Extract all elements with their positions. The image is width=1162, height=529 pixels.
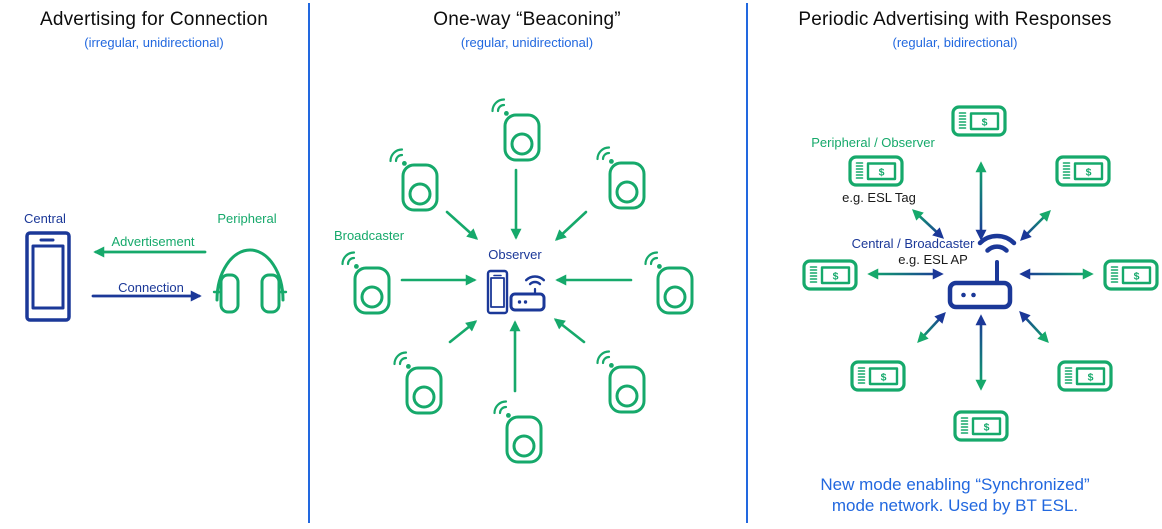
panel-middle-header: One-way “Beaconing” (regular, unidirecti… [310, 9, 744, 50]
esl-tag-icon-lower-left [850, 360, 906, 392]
panel-right-title: Periodic Advertising with Responses [798, 9, 1112, 30]
headphones-icon [212, 248, 288, 314]
panel-divider-left [308, 3, 310, 523]
access-point-router-icon [947, 233, 1017, 310]
connection-label: Connection [118, 280, 184, 295]
beacon-icon-bottom [493, 400, 543, 464]
note-line-1: New mode enabling “Synchronized” [820, 475, 1090, 494]
beacon-icon-top [491, 98, 541, 162]
beacon-icon-right [644, 251, 694, 315]
central-label: Central [24, 211, 66, 226]
panel-middle-subtitle: (regular, unidirectional) [460, 35, 594, 50]
panel-right-header: Periodic Advertising with Responses (reg… [748, 9, 1162, 50]
esl-tag-icon-top [951, 105, 1007, 137]
note-line-2: mode network. Used by BT ESL. [831, 496, 1079, 515]
esl-tag-icon-right [1103, 259, 1159, 291]
esl-tag-icon-left [802, 259, 858, 291]
central-broadcaster-label: Central / Broadcaster [851, 236, 975, 251]
advertisement-label: Advertisement [111, 234, 195, 249]
beacon-icon-lower-right [596, 350, 646, 414]
peripheral-observer-label: Peripheral / Observer [811, 135, 935, 150]
beacon-arrows [400, 168, 633, 393]
observer-label: Observer [488, 247, 542, 262]
panel-divider-right [746, 3, 748, 523]
esl-tag-icon-upper-left [848, 155, 904, 187]
panel-left-header: Advertising for Connection (irregular, u… [0, 9, 308, 50]
peripheral-label: Peripheral [217, 211, 277, 226]
right-panel-note: New mode enabling “Synchronized” mode ne… [748, 474, 1162, 516]
esl-ap-example-label: e.g. ESL AP [898, 252, 968, 267]
beacon-icon-left [341, 251, 391, 315]
esl-tag-icon-lower-right [1057, 360, 1113, 392]
observer-phone-icon [486, 269, 509, 315]
panel-middle-title: One-way “Beaconing” [433, 9, 621, 30]
esl-tag-icon-upper-right [1055, 155, 1111, 187]
bidirectional-arrows [867, 161, 1094, 391]
esl-tag-example-label: e.g. ESL Tag [842, 190, 916, 205]
beacon-icon-lower-left [393, 351, 443, 415]
esl-tag-icon-bottom [953, 410, 1009, 442]
panel-left-title: Advertising for Connection [39, 9, 269, 30]
beacon-icon-upper-left [389, 148, 439, 212]
panel-left-subtitle: (irregular, unidirectional) [84, 35, 224, 50]
broadcaster-label: Broadcaster [333, 228, 405, 243]
beacon-icon-upper-right [596, 146, 646, 210]
panel-right-subtitle: (regular, bidirectional) [892, 35, 1018, 50]
central-phone-icon [25, 231, 71, 322]
observer-router-icon [509, 275, 546, 312]
